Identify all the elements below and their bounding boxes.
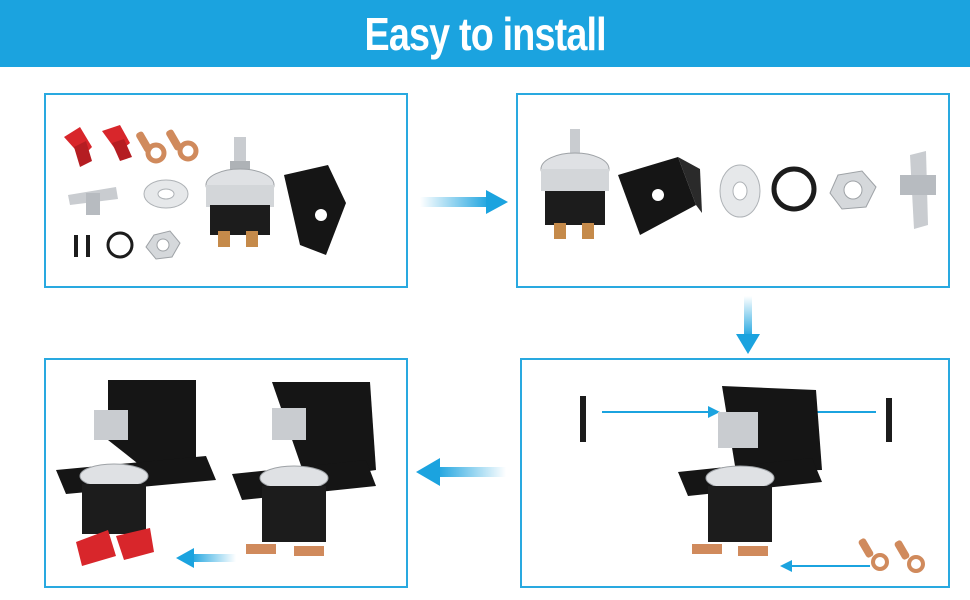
red-terminal-cap	[64, 127, 92, 167]
mounting-bracket	[284, 165, 346, 255]
page-title: Easy to install	[364, 7, 606, 60]
spring-pin	[86, 235, 90, 257]
o-ring	[771, 166, 817, 212]
switch-with-lugs	[232, 382, 376, 556]
copper-ring-lug	[136, 131, 167, 164]
copper-ring-lug	[166, 129, 199, 162]
fitting-handle-illustration	[580, 386, 925, 573]
hex-nut	[829, 170, 877, 210]
switch-assembly	[678, 386, 822, 556]
switch-body	[205, 137, 275, 247]
key-handle	[900, 151, 936, 229]
hex-nut	[145, 230, 181, 260]
arrow-left-small-icon	[176, 548, 236, 568]
copper-ring-lug	[858, 538, 889, 571]
switch-body	[540, 129, 610, 239]
arrow-down-icon	[734, 296, 762, 354]
arrow-right-icon	[420, 188, 508, 216]
header-banner: Easy to install	[0, 0, 970, 67]
washer-plate	[143, 179, 189, 209]
finished-assembly-illustration	[56, 380, 376, 568]
panel-exploded-parts	[516, 93, 950, 288]
spring-pin	[886, 398, 892, 442]
washer-plate	[719, 164, 761, 218]
mounting-bracket	[618, 157, 702, 235]
panel-finished-assembly	[44, 358, 408, 588]
lug-arrow	[780, 560, 870, 572]
spring-pin	[580, 396, 586, 442]
exploded-parts-illustration	[540, 129, 936, 239]
arrow-left-icon	[416, 456, 506, 488]
pin-arrow-left	[602, 406, 720, 418]
panel-parts-kit	[44, 93, 408, 288]
panel-fitting-handle	[520, 358, 950, 588]
switch-with-caps	[56, 380, 216, 566]
o-ring	[106, 231, 134, 259]
copper-ring-lug	[894, 540, 925, 573]
red-terminal-cap	[102, 125, 132, 161]
parts-kit-illustration	[64, 125, 346, 260]
spring-pin	[74, 235, 78, 257]
key-handle	[68, 187, 118, 215]
